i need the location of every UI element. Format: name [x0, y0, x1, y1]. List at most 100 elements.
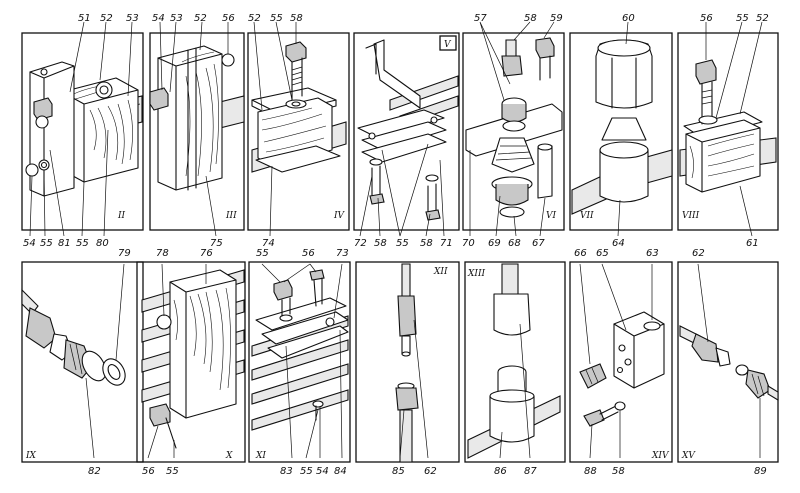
- callout-89: 89: [754, 466, 767, 477]
- panel-numeral: XI: [255, 451, 266, 461]
- panel-5: 72 58 55 58 71 V: [353, 32, 460, 249]
- callout-84: 84: [334, 466, 347, 477]
- callout-57: 57: [474, 13, 487, 24]
- callout-55: 55: [396, 238, 409, 249]
- callout-55: 55: [256, 248, 269, 259]
- callout-52: 52: [100, 13, 113, 24]
- callout-52: 52: [248, 13, 261, 24]
- panel-numeral: X: [225, 451, 233, 461]
- panel-numeral: V: [444, 40, 452, 50]
- callout-55: 55: [736, 13, 749, 24]
- panel-numeral: III: [225, 211, 237, 221]
- panel-numeral: XV: [681, 451, 696, 461]
- panel-numeral: XIII: [467, 269, 486, 279]
- panel-frame: [462, 32, 565, 231]
- panel-numeral: XIV: [651, 451, 670, 461]
- panel-frame: [569, 261, 673, 463]
- panel-3: 54 53 52 56 75 III: [149, 13, 245, 249]
- panel-15: 62 89 XV: [677, 248, 779, 477]
- callout-56: 56: [700, 13, 713, 24]
- callout-63: 63: [646, 248, 659, 259]
- callout-58: 58: [374, 238, 387, 249]
- callout-71: 71: [440, 238, 453, 249]
- cone-nipple: [491, 137, 535, 173]
- mounting-plate: [29, 61, 75, 197]
- callout-82: 82: [88, 466, 101, 477]
- panel-frame: [247, 32, 350, 231]
- bracket: [373, 39, 421, 109]
- callout-76: 76: [200, 248, 213, 259]
- panel-frame: [353, 32, 460, 231]
- panel-8: 56 55 52 61 VIII: [677, 13, 779, 249]
- panel-10: 78 76 56 55 X: [136, 248, 246, 477]
- callout-53: 53: [126, 13, 139, 24]
- callout-58: 58: [524, 13, 537, 24]
- callout-62: 62: [692, 248, 705, 259]
- callout-62: 62: [424, 466, 437, 477]
- panel-9: 79 82 IX: [21, 248, 144, 477]
- panel-13: 86 87 XIII: [464, 261, 566, 477]
- callout-64: 64: [612, 238, 625, 249]
- callout-88: 88: [584, 466, 597, 477]
- clamp-plate: [255, 297, 347, 331]
- panel-11: 55 56 73 83 55 54 84 XI: [248, 248, 351, 477]
- callout-83: 83: [280, 466, 293, 477]
- callout-54: 54: [152, 13, 165, 24]
- callout-55: 55: [270, 13, 283, 24]
- panel-4: 52 55 58 74 IV: [247, 13, 350, 249]
- panel-numeral: VII: [580, 211, 594, 221]
- wood-clamp-block: [685, 119, 761, 193]
- union-nut: [493, 293, 531, 336]
- callout-78: 78: [156, 248, 169, 259]
- panel-numeral: VIII: [682, 211, 700, 221]
- callout-56: 56: [302, 248, 315, 259]
- wood-clamp-block: [169, 269, 237, 419]
- panel-frame: [248, 261, 351, 463]
- callout-52: 52: [194, 13, 207, 24]
- panel-numeral: XII: [433, 267, 448, 277]
- panel-numeral: II: [117, 211, 126, 221]
- panel-frame: [149, 32, 245, 231]
- callout-74: 74: [262, 238, 275, 249]
- callout-56: 56: [142, 466, 155, 477]
- callout-80: 80: [96, 238, 109, 249]
- panel-2: 51 52 53 54 55 81 55 80 II: [21, 13, 144, 249]
- callout-58b: 58: [420, 238, 433, 249]
- sleeve-nut: [397, 295, 417, 337]
- pipe: [401, 263, 411, 297]
- callout-70: 70: [462, 238, 475, 249]
- callout-56: 56: [222, 13, 235, 24]
- union-nut: [25, 307, 57, 349]
- callout-61: 61: [746, 238, 759, 249]
- callout-87: 87: [524, 466, 537, 477]
- panel-frame: [677, 32, 779, 231]
- panel-6: 57 58 59 70 69 68 67 VI: [462, 13, 565, 249]
- callout-81: 81: [58, 238, 71, 249]
- panel-14: 66 65 63 88 58 XIV: [569, 248, 673, 477]
- callout-86: 86: [494, 466, 507, 477]
- callout-54: 54: [23, 238, 36, 249]
- tee-body: [489, 395, 535, 443]
- panel-numeral: VI: [546, 211, 556, 221]
- callout-53: 53: [170, 13, 183, 24]
- panel-frame: [464, 261, 566, 463]
- callout-52: 52: [756, 13, 769, 24]
- callout-79: 79: [118, 248, 131, 259]
- callout-65: 65: [596, 248, 609, 259]
- callout-55b: 55: [300, 466, 313, 477]
- panel-7: 60 64 VII: [569, 13, 673, 249]
- callout-85: 85: [392, 466, 405, 477]
- panel-12: 85 62 XII: [355, 261, 460, 477]
- panel-numeral: IV: [333, 211, 346, 221]
- tee-body: [599, 149, 649, 203]
- callout-58: 58: [612, 466, 625, 477]
- callout-60: 60: [622, 13, 635, 24]
- panel-frame: [677, 261, 779, 463]
- panel-frame: [569, 32, 673, 231]
- callout-55: 55: [40, 238, 53, 249]
- callout-72: 72: [354, 238, 367, 249]
- callout-55b: 55: [76, 238, 89, 249]
- panel-frame: [136, 261, 246, 463]
